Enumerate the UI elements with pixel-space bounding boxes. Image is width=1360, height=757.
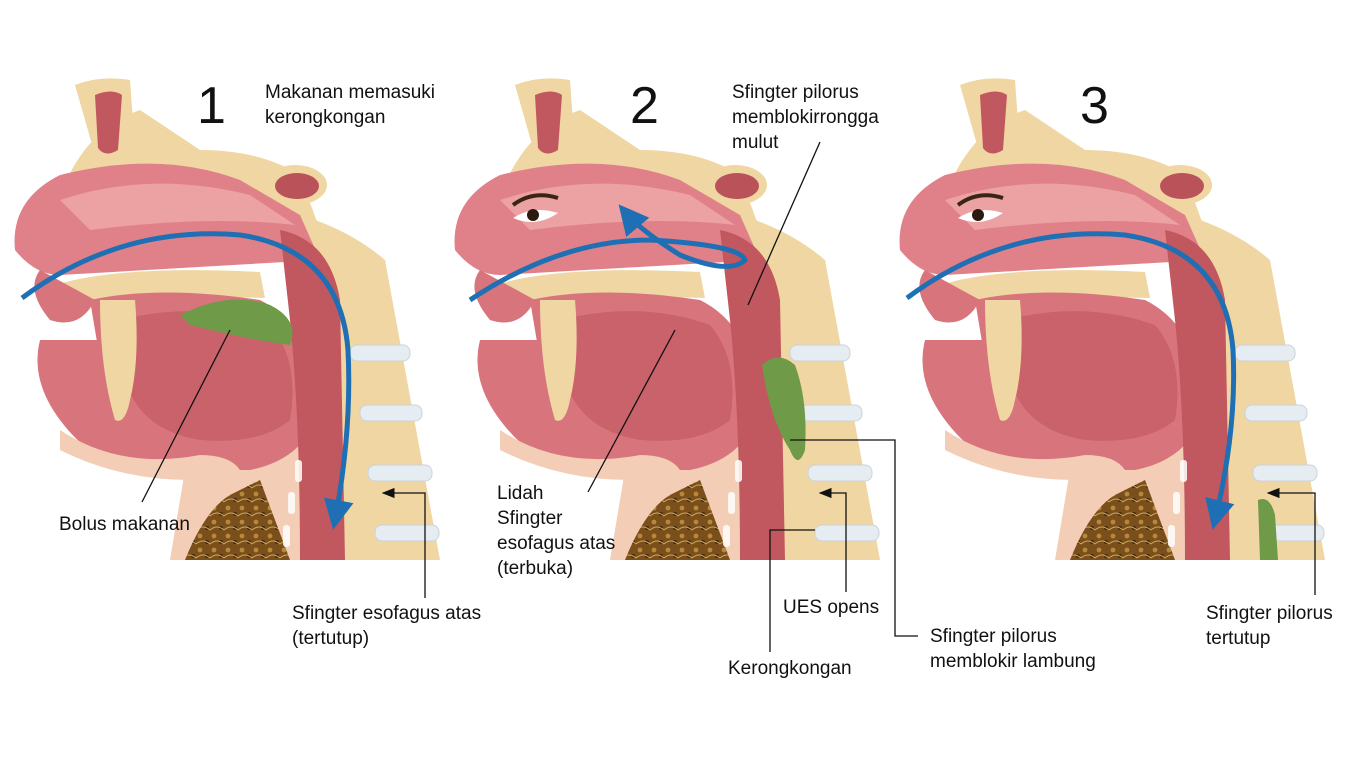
label-esophagus: Kerongkongan	[728, 658, 852, 679]
label-stomach-block: Sfingter pilorus memblokir lambung	[930, 626, 1096, 672]
leader-pylorus-closed	[1266, 487, 1316, 595]
leader-esophagus	[769, 529, 815, 652]
leader-stomach	[790, 439, 918, 637]
panel-1-caption: Makanan memasuki kerongkongan	[265, 82, 436, 128]
nasal-loop-arrow	[468, 204, 748, 303]
panel-2-number: 2	[630, 77, 659, 135]
leader-bolus	[141, 329, 231, 503]
bolus-pharynx-shape	[762, 357, 806, 460]
food-path-arrow	[20, 231, 354, 530]
bolus-esophagus-shape	[1258, 499, 1278, 560]
panel-2-illustration	[454, 77, 918, 652]
leader-ues-closed	[381, 487, 426, 598]
panel-2-caption: Sfingter pilorus memblokirrongga mulut	[732, 82, 879, 153]
bolus-shape	[180, 299, 293, 345]
panel-1-illustration	[14, 77, 441, 598]
leader-palate	[747, 141, 821, 306]
panel-1-number: 1	[197, 77, 226, 135]
food-path-arrow-3	[905, 231, 1237, 530]
label-ues-opens: UES opens	[783, 597, 880, 618]
label-pylorus-closed: Sfingter pilorus tertutup	[1206, 603, 1333, 649]
leader-ues-opens	[818, 487, 847, 592]
label-tongue-ues-open: Lidah Sfingter esofagus atas (terbuka)	[497, 483, 616, 579]
panel-3-number: 3	[1080, 77, 1109, 135]
leader-tongue	[587, 329, 676, 493]
panel-3-illustration	[899, 77, 1326, 595]
label-ues-closed: Sfingter esofagus atas (tertutup)	[292, 603, 482, 649]
label-bolus: Bolus makanan	[59, 514, 190, 535]
